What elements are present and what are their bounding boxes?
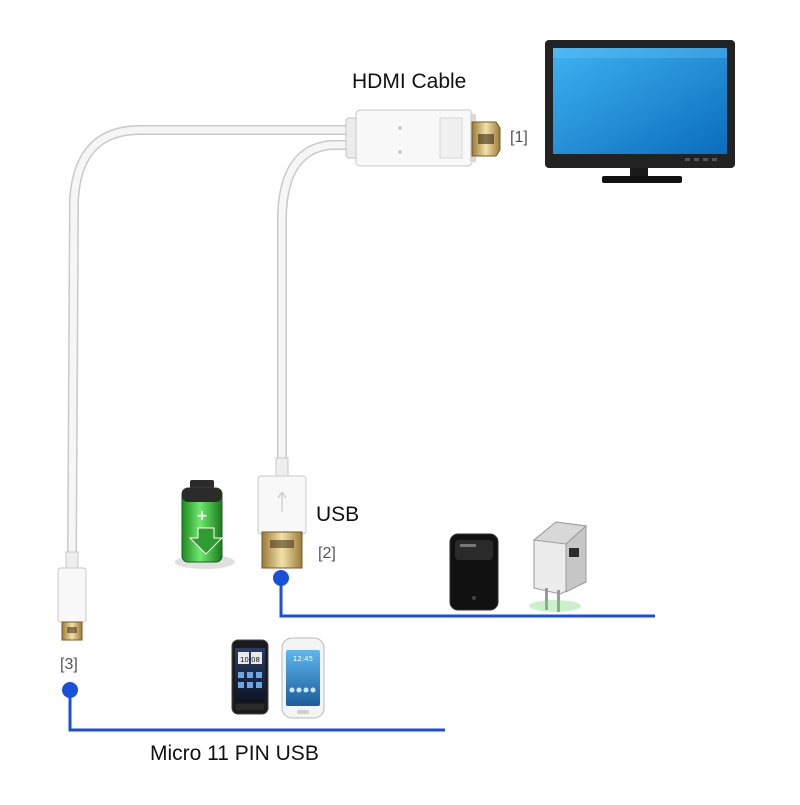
port-tag-1: [1] bbox=[510, 129, 528, 146]
micro-usb-endpoint-dot bbox=[62, 682, 78, 698]
port-tag-2: [2] bbox=[318, 545, 336, 562]
monitor-icon bbox=[545, 40, 735, 183]
phone-right-clock: 12:45 bbox=[293, 655, 313, 663]
port-tag-3: [3] bbox=[60, 656, 78, 673]
hdmi-cable-label: HDMI Cable bbox=[352, 70, 467, 93]
smartphone-icon-left: 10 08 bbox=[231, 639, 269, 715]
micro-usb-label: Micro 11 PIN USB bbox=[150, 742, 319, 765]
cables bbox=[67, 125, 357, 560]
phone-left-clock: 10 08 bbox=[240, 656, 260, 664]
hdmi-connector bbox=[345, 109, 501, 167]
svg-text:+: + bbox=[196, 508, 208, 524]
usb-endpoint-dot bbox=[273, 570, 289, 586]
usb-connector bbox=[257, 457, 307, 569]
connector-lines bbox=[68, 578, 655, 732]
smartphone-icon-right: 12:45 bbox=[281, 637, 325, 719]
power-bank-icon bbox=[449, 533, 499, 611]
usb-label: USB bbox=[316, 503, 360, 526]
micro-usb-connector bbox=[57, 551, 87, 641]
wall-charger-icon bbox=[529, 521, 588, 612]
battery-charging-icon: + bbox=[175, 480, 235, 569]
